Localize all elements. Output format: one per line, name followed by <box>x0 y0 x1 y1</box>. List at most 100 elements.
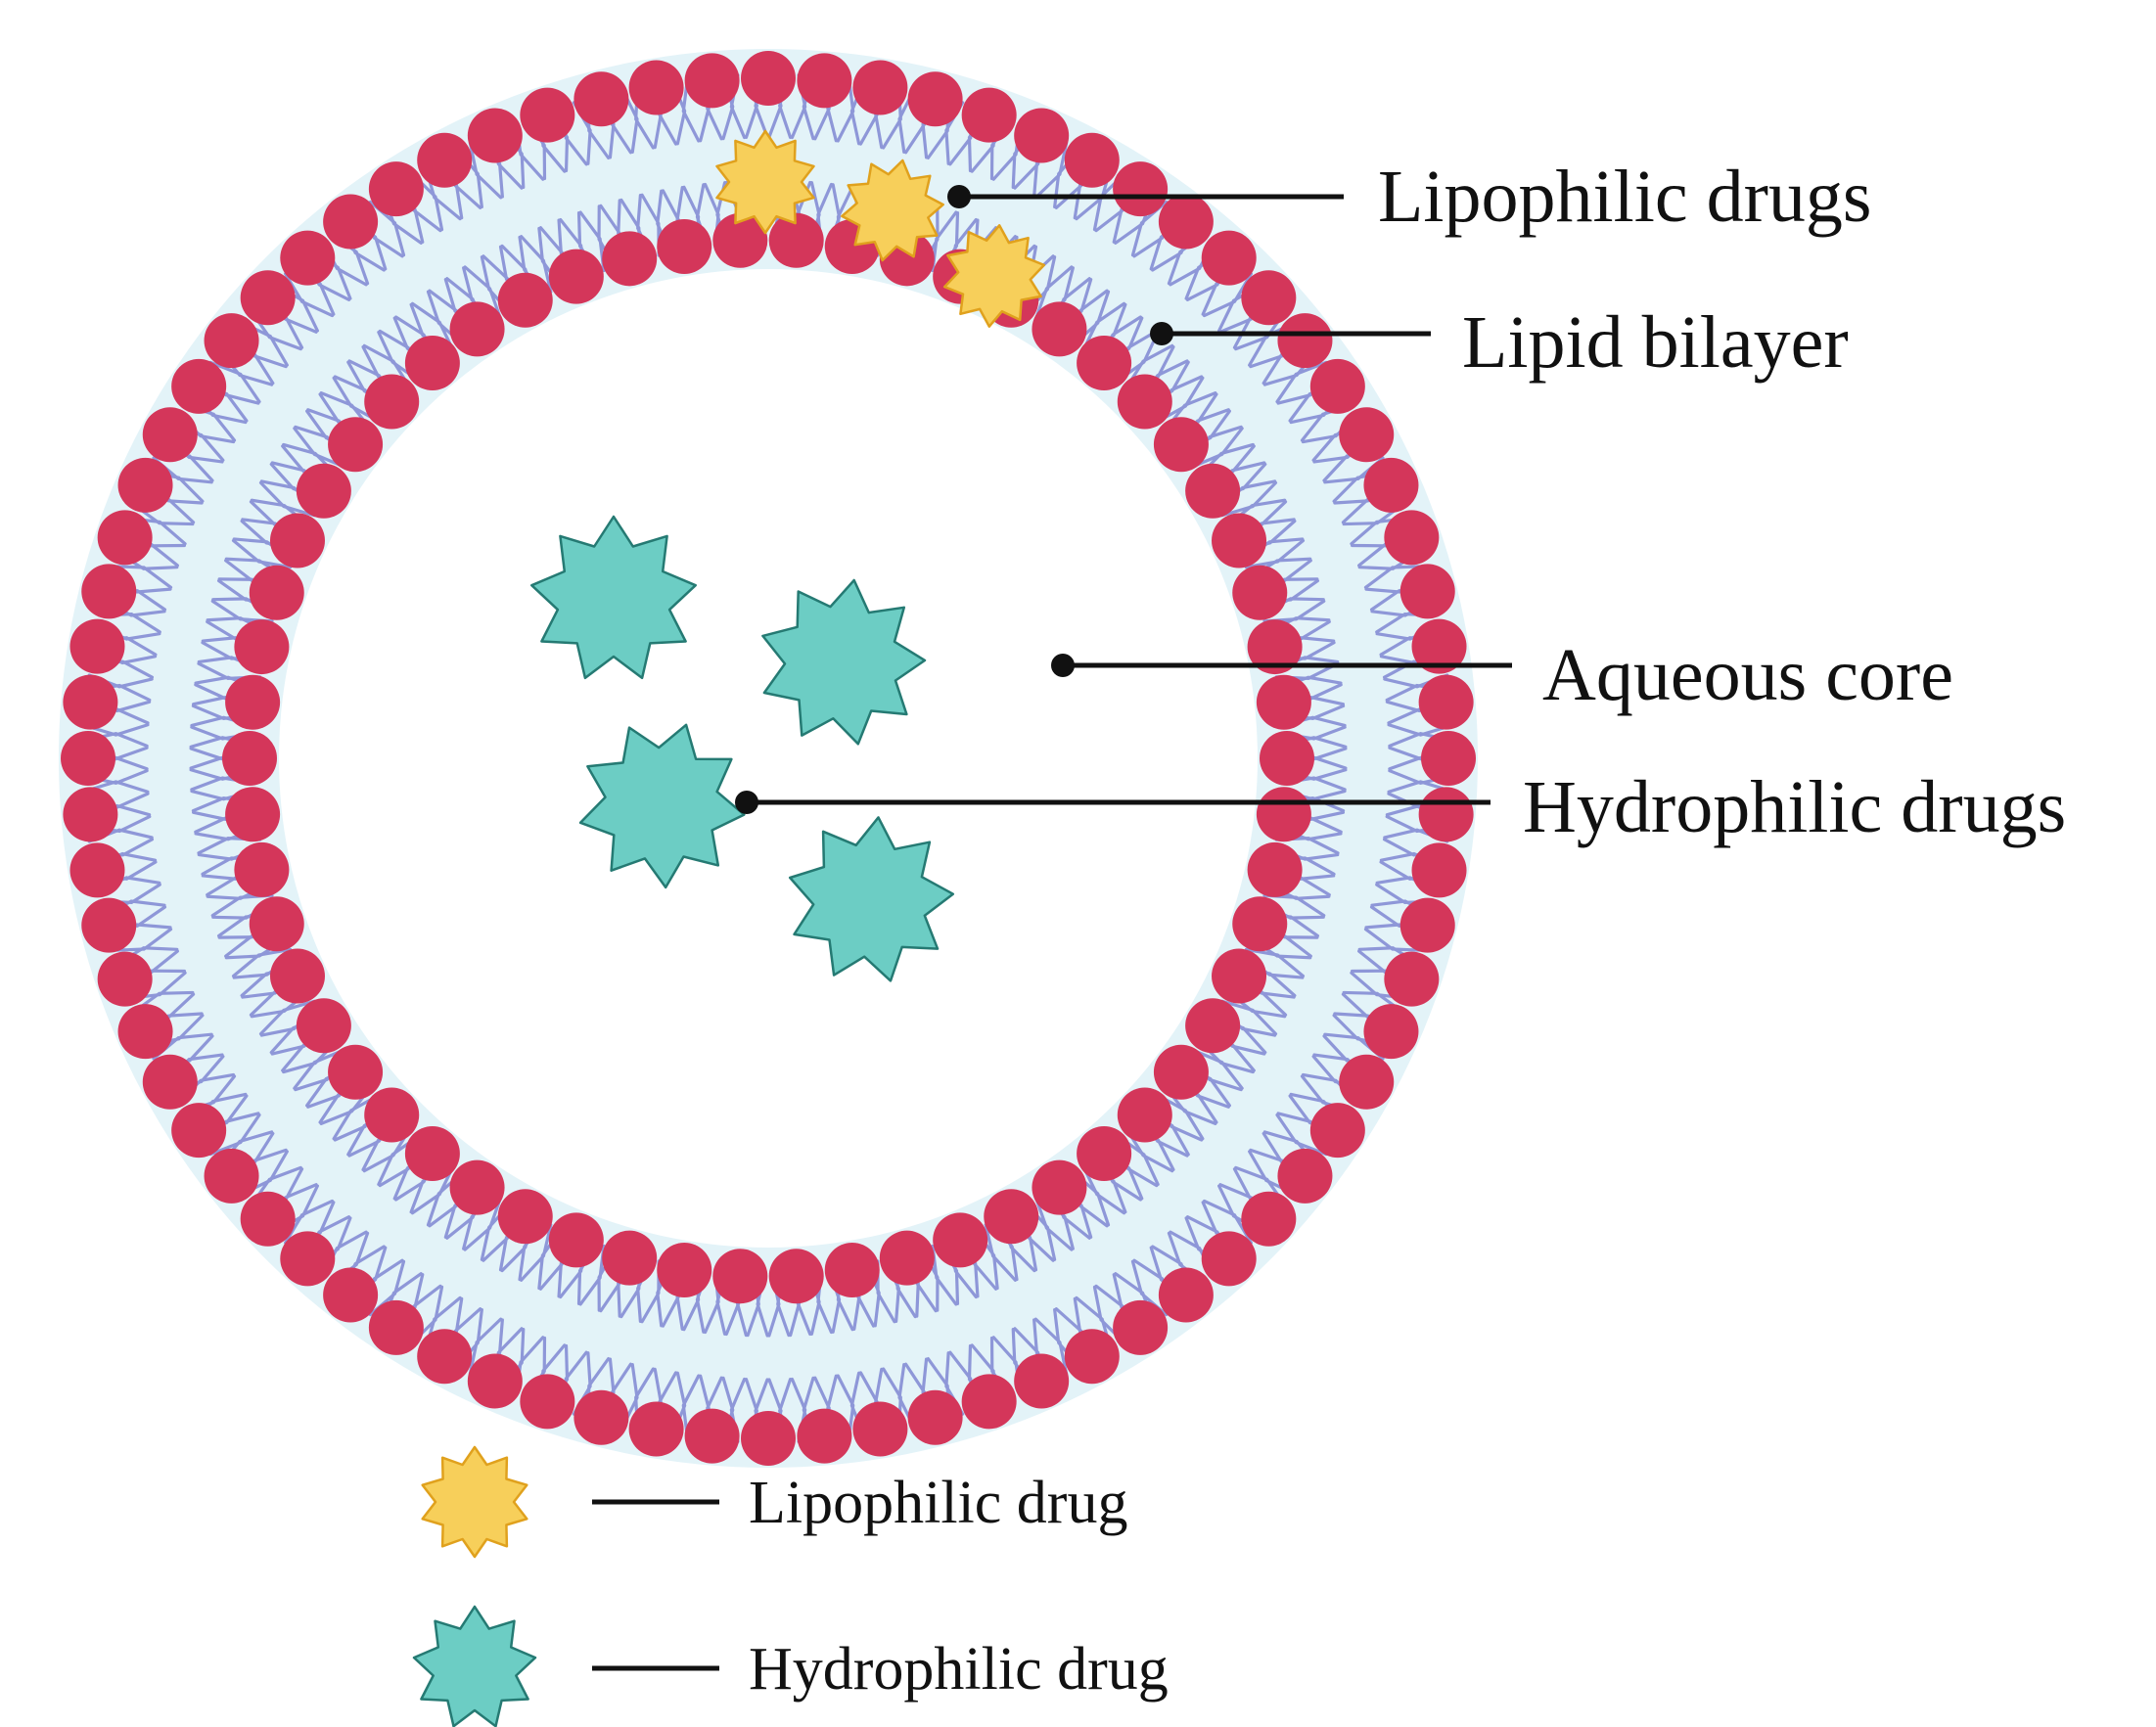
lipid-head <box>1399 564 1455 619</box>
lipid-head <box>204 1148 259 1204</box>
callout-dot <box>735 791 758 814</box>
lipid-head <box>907 1389 963 1445</box>
lipid-head <box>1014 108 1070 163</box>
lipid-head <box>1117 374 1172 430</box>
lipophilic-drug <box>942 224 1046 328</box>
lipid-tail <box>1275 360 1328 404</box>
lipid-head <box>1232 565 1288 620</box>
lipid-head <box>520 87 575 143</box>
lipid-head <box>249 565 304 620</box>
lipid-head <box>1256 674 1311 730</box>
lipid-head <box>1247 841 1303 897</box>
hydrophilic-drug <box>578 723 746 889</box>
lipid-head <box>497 1189 553 1245</box>
lipid-head <box>1384 510 1440 566</box>
yellow-star-icon <box>421 1445 528 1559</box>
lipid-head <box>467 1353 523 1409</box>
lipid-head <box>1077 1125 1132 1181</box>
lipid-head <box>573 71 629 127</box>
lipid-tail <box>1033 1317 1069 1376</box>
lipid-tail <box>293 427 346 469</box>
lipid-head <box>328 1044 384 1100</box>
lipid-head <box>1185 998 1241 1054</box>
lipid-head <box>81 564 137 619</box>
lipid-head <box>417 132 473 188</box>
lipid-head <box>1153 1044 1209 1100</box>
lipid-head <box>97 510 153 566</box>
lipid-head <box>1384 951 1440 1007</box>
lipid-head <box>61 731 115 786</box>
lipid-head <box>628 60 684 115</box>
legend-item-lipophilic: Lipophilic drug <box>421 1445 1127 1559</box>
lipid-head <box>1418 674 1474 730</box>
lipid-head <box>1212 513 1267 568</box>
lipid-head <box>879 1230 935 1286</box>
lipid-head <box>1309 358 1365 414</box>
callout-dot <box>1051 654 1075 677</box>
lipid-tail <box>520 1223 553 1282</box>
hydrophilic-drug <box>761 578 927 746</box>
lipid-head <box>1260 731 1314 786</box>
lipid-head <box>657 1243 712 1298</box>
hydrophilic-drug <box>788 816 955 982</box>
lipid-head <box>364 374 420 430</box>
lipid-head <box>907 71 963 127</box>
lipid-tail <box>1033 265 1074 321</box>
lipid-head <box>1232 896 1288 952</box>
lipid-head <box>1014 1353 1070 1409</box>
lipid-head <box>234 619 290 675</box>
lipid-head <box>69 618 125 674</box>
callout-lipophilic-drugs: Lipophilic drugs <box>947 156 1872 238</box>
lipid-head <box>602 1230 658 1286</box>
lipid-head <box>797 1408 852 1464</box>
lipid-head <box>63 674 118 730</box>
lipid-head <box>417 1329 473 1385</box>
lipid-head <box>1277 1148 1333 1204</box>
lipid-head <box>961 1374 1017 1430</box>
lipid-head <box>269 513 325 568</box>
lipid-head <box>1241 270 1297 326</box>
lipid-head <box>1158 1267 1214 1323</box>
lipid-head <box>684 1408 740 1464</box>
lipid-head <box>1421 731 1476 786</box>
outer-lipid-head-layer <box>61 51 1476 1466</box>
lipid-head <box>296 998 351 1054</box>
lipid-head <box>117 1004 173 1060</box>
lipid-head <box>449 301 505 357</box>
lipid-head <box>323 1267 379 1323</box>
lipid-head <box>573 1389 629 1445</box>
lipid-head <box>1418 787 1474 842</box>
legend: Lipophilic drug Hydrophilic drug <box>412 1445 1169 1727</box>
lipid-head <box>240 1191 296 1247</box>
lipid-tail <box>681 77 701 143</box>
lipid-tail <box>231 538 293 569</box>
callout-dot <box>947 185 971 208</box>
lipid-head <box>1363 457 1419 513</box>
callout-dot <box>1150 322 1173 345</box>
lipid-head <box>368 1299 424 1355</box>
lipid-head <box>1064 132 1120 188</box>
lipid-head <box>741 1411 796 1466</box>
hydrophilic-drugs-label: Hydrophilic drugs <box>1523 766 2066 848</box>
lipid-tail <box>468 141 503 200</box>
lipid-head <box>712 212 768 268</box>
legend-label-lipophilic: Lipophilic drug <box>749 1470 1127 1536</box>
hydrophilic-drug <box>530 515 697 680</box>
lipid-head <box>97 951 153 1007</box>
lipid-tail <box>1244 947 1306 978</box>
lipid-head <box>63 787 118 842</box>
lipid-head <box>249 896 304 952</box>
lipid-tail <box>463 1196 503 1251</box>
lipid-head <box>1185 463 1241 519</box>
lipid-head <box>1201 1231 1257 1287</box>
lipid-tail <box>1190 1048 1244 1090</box>
lipid-head <box>768 1249 824 1304</box>
lipid-bilayer-label: Lipid bilayer <box>1462 301 1849 384</box>
lipid-head <box>364 1087 420 1143</box>
lipid-head <box>852 1401 908 1457</box>
lipid-head <box>684 53 740 109</box>
callout-lipid-bilayer: Lipid bilayer <box>1150 301 1849 384</box>
inner-lipid-head-layer <box>222 212 1314 1304</box>
lipid-head <box>1158 194 1214 250</box>
